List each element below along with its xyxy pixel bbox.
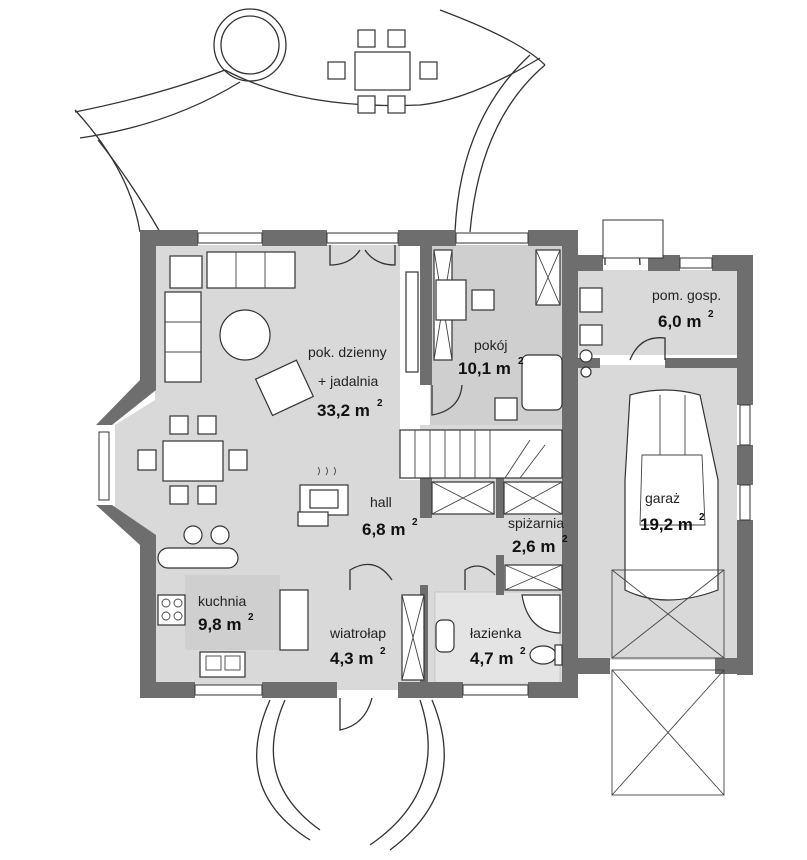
hall-name: hall: [370, 494, 392, 510]
stairs: [399, 429, 563, 479]
windows: [98, 232, 751, 696]
bathroom-fixtures: [435, 594, 563, 666]
vestibule-area: 4,3 m: [330, 649, 373, 668]
utility-area-sup: 2: [708, 309, 714, 320]
room-furniture: [405, 249, 563, 421]
living-room-name-2: + jadalnia: [318, 373, 379, 389]
kitchen-area-sup: 2: [248, 612, 254, 623]
pantry-area: 2,6 m: [512, 537, 555, 556]
living-room-area-sup: 2: [377, 398, 383, 409]
front-paths: [256, 669, 725, 851]
kitchen-furniture: [157, 525, 309, 678]
utility-fixtures: [579, 287, 603, 378]
living-room-name: pok. dzienny: [308, 344, 387, 360]
vestibule-name: wiatrołap: [329, 625, 386, 641]
living-furniture: [137, 251, 349, 527]
kitchen-name: kuchnia: [198, 593, 246, 609]
hall-area-sup: 2: [412, 517, 418, 528]
closets: [401, 481, 563, 681]
garage-name: garaż: [645, 490, 680, 506]
living-room-area: 33,2 m: [317, 401, 370, 420]
pantry-area-sup: 2: [562, 534, 568, 545]
pantry-name: spiżarnia: [508, 515, 564, 531]
garage-area: 19,2 m: [640, 515, 693, 534]
room-area-sup: 2: [518, 356, 524, 367]
utility-area: 6,0 m: [658, 312, 701, 331]
room-labels: pok. dzienny + jadalnia 33,2 m 2 pokój 1…: [198, 287, 721, 668]
bathroom-name: łazienka: [470, 625, 522, 641]
bathroom-area: 4,7 m: [470, 649, 513, 668]
vestibule-area-sup: 2: [380, 646, 386, 657]
bathroom-area-sup: 2: [520, 646, 526, 657]
hall-area: 6,8 m: [362, 520, 405, 539]
garage-car: [611, 389, 725, 659]
room-area: 10,1 m: [458, 359, 511, 378]
utility-name: pom. gosp.: [652, 287, 721, 303]
walls: [96, 230, 753, 698]
kitchen-area: 9,8 m: [198, 615, 241, 634]
room-name: pokój: [474, 337, 507, 353]
garage-area-sup: 2: [699, 512, 705, 523]
doors: [326, 219, 666, 731]
rear-terrace: [74, 8, 546, 233]
